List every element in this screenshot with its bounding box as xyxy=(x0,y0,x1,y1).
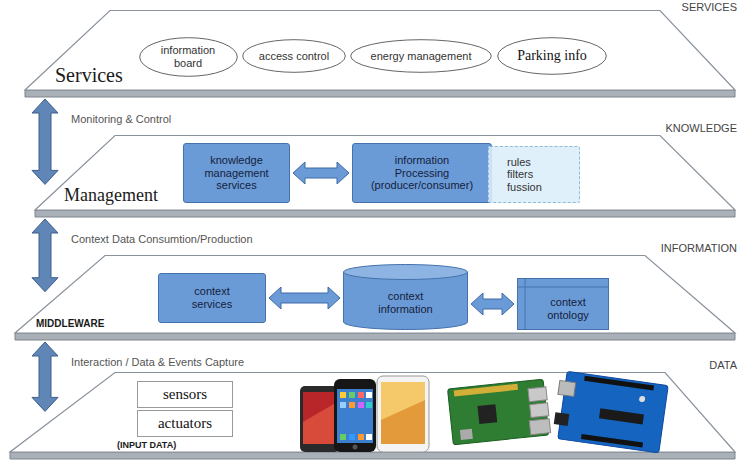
plane-surface xyxy=(15,256,735,334)
phone-samsung xyxy=(377,376,429,452)
usb-port xyxy=(530,403,549,418)
reset-button xyxy=(639,396,646,403)
power-jack xyxy=(554,412,570,426)
layer-plane: KNOWLEDGEManagementknowledge management … xyxy=(0,135,741,217)
layer-heading: INFORMATION xyxy=(661,242,737,255)
mcu-chip xyxy=(599,408,644,424)
service-ellipse: Parking info xyxy=(497,37,607,75)
process-box: knowledge management services xyxy=(183,143,290,203)
arduino-board xyxy=(552,371,668,453)
layer-name: (INPUT DATA) xyxy=(117,440,176,450)
plane-surface xyxy=(35,136,735,211)
pcb-board xyxy=(558,371,668,453)
layer-name: Management xyxy=(64,185,158,206)
phone-screen-glow xyxy=(381,382,425,420)
layer-plane: INFORMATIONMIDDLEWAREcontext servicescon… xyxy=(0,255,741,340)
process-box: context services xyxy=(158,273,266,323)
node-label: access control xyxy=(259,50,329,63)
phone-screen xyxy=(337,389,373,443)
ellipse-outline xyxy=(498,38,607,75)
io-box: actuators xyxy=(137,410,233,437)
edge-label: Interaction / Data & Events Capture xyxy=(71,356,244,369)
plane-edge xyxy=(35,210,735,217)
cylinder-body xyxy=(344,272,468,330)
node-label: energy management xyxy=(371,50,472,63)
phone-screen xyxy=(303,392,337,444)
usb-port xyxy=(528,387,547,402)
phone-screen xyxy=(381,382,425,444)
ellipse-outline xyxy=(243,40,346,73)
service-ellipse: energy management xyxy=(350,39,492,73)
cpu-chip xyxy=(477,404,497,424)
node-outline xyxy=(139,37,238,77)
node-label: context services xyxy=(181,285,243,310)
node-label: information board xyxy=(153,44,223,69)
phone-screen-glow xyxy=(303,402,337,444)
plane-edge xyxy=(25,90,735,97)
app-icon xyxy=(340,402,346,408)
table-header-line xyxy=(518,287,609,288)
phone-body xyxy=(334,379,376,452)
usb-port xyxy=(558,380,576,396)
layer-heading: KNOWLEDGE xyxy=(665,122,737,135)
app-icon xyxy=(349,392,355,398)
plane-surface xyxy=(10,373,735,453)
ethernet-port xyxy=(529,419,550,435)
cylinder-top xyxy=(344,265,468,280)
ontology-table: context ontology xyxy=(517,278,609,330)
app-icon xyxy=(358,434,364,440)
layer-heading: SERVICES xyxy=(682,1,737,14)
node-label: knowledge management services xyxy=(193,154,281,192)
node-label: actuators xyxy=(158,415,212,432)
home-button xyxy=(353,445,358,450)
table-outline xyxy=(518,279,609,330)
node-label: sensors xyxy=(163,386,207,403)
edge-label: Monitoring & Control xyxy=(71,113,171,126)
service-ellipse: information board xyxy=(139,37,238,77)
rules-box: rules filters fussion xyxy=(488,146,580,203)
phone-iphone xyxy=(334,379,376,452)
layer-arrow xyxy=(32,219,58,292)
ellipse-outline xyxy=(351,40,492,73)
node-label: rules filters fussion xyxy=(507,156,557,194)
app-icon xyxy=(340,434,346,440)
raspberry-pi xyxy=(448,379,551,445)
layer-plane: SERVICESServicesinformation boardaccess … xyxy=(0,10,741,97)
node-label: information Processing (producer/consume… xyxy=(369,154,475,192)
service-ellipse: access control xyxy=(242,39,346,73)
app-icon xyxy=(366,402,372,408)
edge-label: Context Data Consumtion/Production xyxy=(71,233,253,246)
app-icon xyxy=(340,392,346,398)
node-label: context information xyxy=(369,290,443,315)
hdmi-port xyxy=(460,429,473,440)
layer-arrow xyxy=(32,342,58,411)
phone-body xyxy=(377,376,429,452)
node-label: Parking info xyxy=(517,48,587,64)
process-box: information Processing (producer/consume… xyxy=(352,143,492,203)
plane-edge xyxy=(15,333,735,340)
app-icon xyxy=(349,402,355,408)
layer-heading: DATA xyxy=(709,359,737,372)
app-icon xyxy=(366,434,372,440)
context-store: context information xyxy=(343,264,468,330)
node-label: context ontology xyxy=(537,296,599,321)
pcb-board xyxy=(448,379,549,445)
layer-name: Services xyxy=(55,64,123,87)
app-icon xyxy=(358,402,364,408)
app-icon xyxy=(358,392,364,398)
layer-name: MIDDLEWARE xyxy=(36,318,104,330)
app-icon xyxy=(349,434,355,440)
plane-surface xyxy=(25,11,735,91)
ellipse-outline xyxy=(139,38,237,77)
plane-edge xyxy=(10,452,735,459)
io-box: sensors xyxy=(137,381,233,408)
app-icon xyxy=(366,392,372,398)
layer-arrow xyxy=(32,99,58,184)
table-column-line xyxy=(525,279,526,330)
